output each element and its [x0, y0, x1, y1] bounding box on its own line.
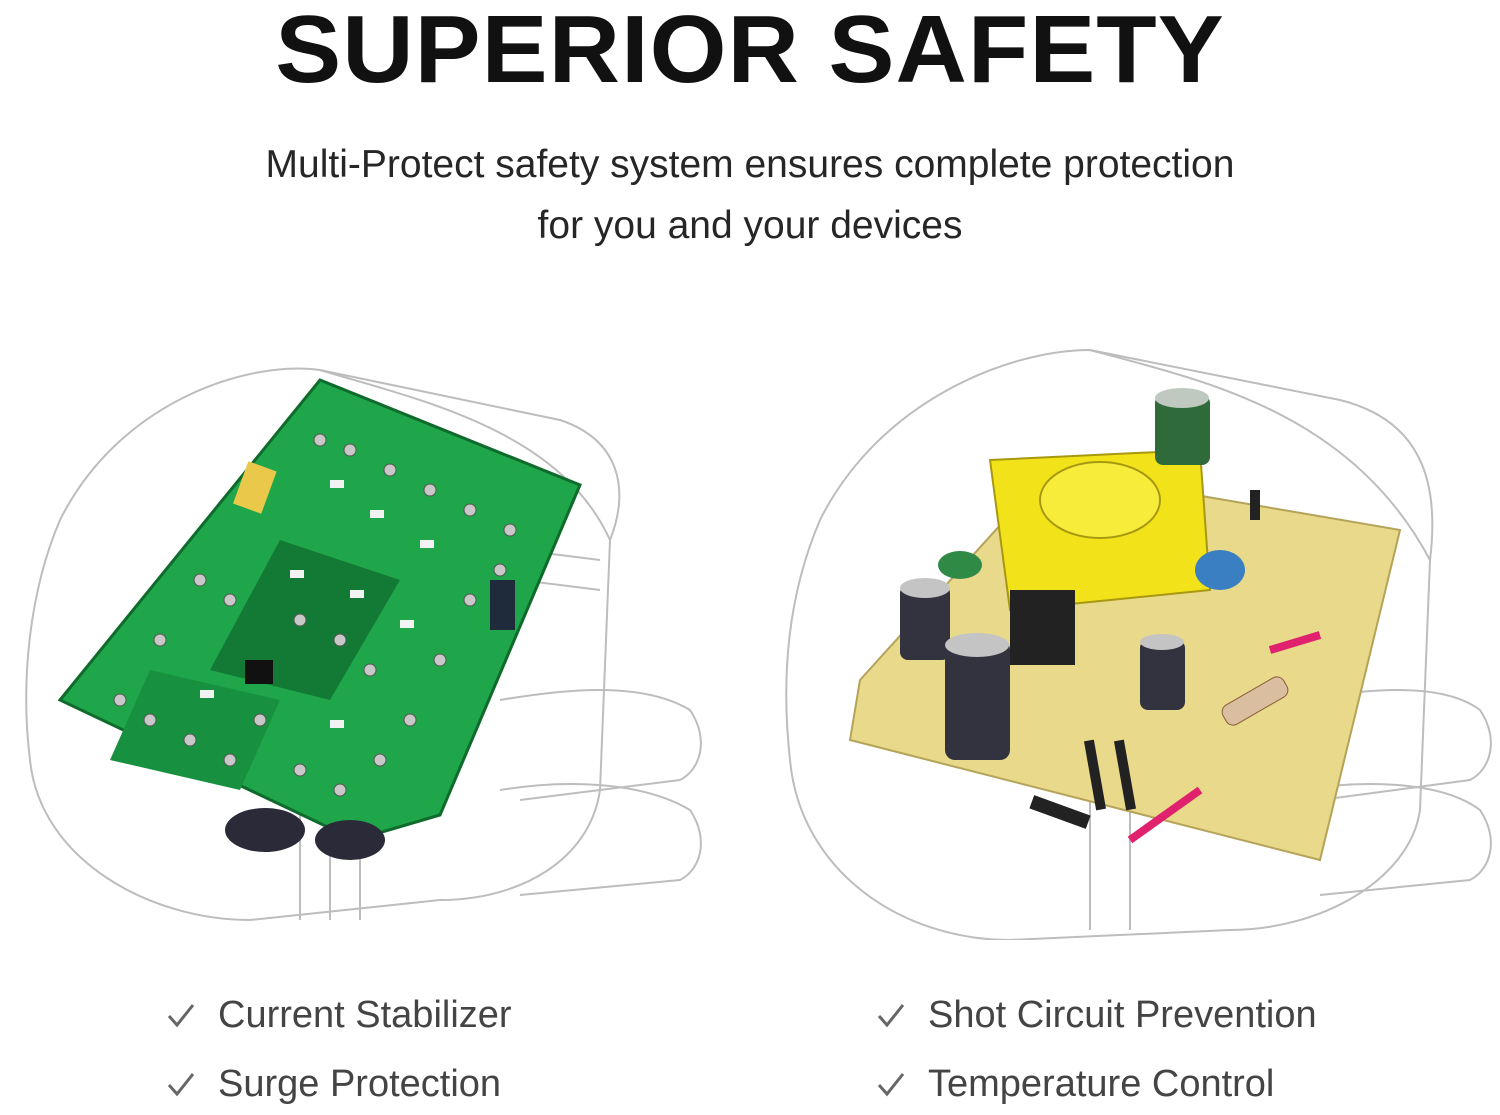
- subtitle-line-1: Multi-Protect safety system ensures comp…: [265, 143, 1235, 186]
- feature-item-surge-protection: Surge Protection: [166, 1061, 501, 1107]
- feature-label: Temperature Control: [928, 1063, 1275, 1105]
- subtitle-line-2: for you and your devices: [537, 204, 963, 247]
- green-pcb: [57, 378, 582, 842]
- page-title: SUPERIOR SAFETY: [275, 0, 1225, 103]
- yellow-pcb: [848, 388, 1402, 862]
- green-pcb-charger-illustration: [25, 367, 702, 922]
- check-icon: [877, 1073, 905, 1097]
- feature-item-current-stabilizer: Current Stabilizer: [166, 992, 512, 1038]
- feature-label: Surge Protection: [218, 1063, 502, 1105]
- feature-item-temperature-control: Temperature Control: [876, 1061, 1274, 1107]
- check-icon: [167, 1073, 195, 1097]
- check-icon: [167, 1004, 195, 1028]
- feature-item-short-circuit-prevention: Shot Circuit Prevention: [876, 992, 1317, 1038]
- feature-label: Shot Circuit Prevention: [928, 994, 1317, 1036]
- yellow-pcb-charger-illustration: [785, 348, 1492, 940]
- check-icon: [877, 1004, 905, 1028]
- feature-label: Current Stabilizer: [218, 994, 512, 1036]
